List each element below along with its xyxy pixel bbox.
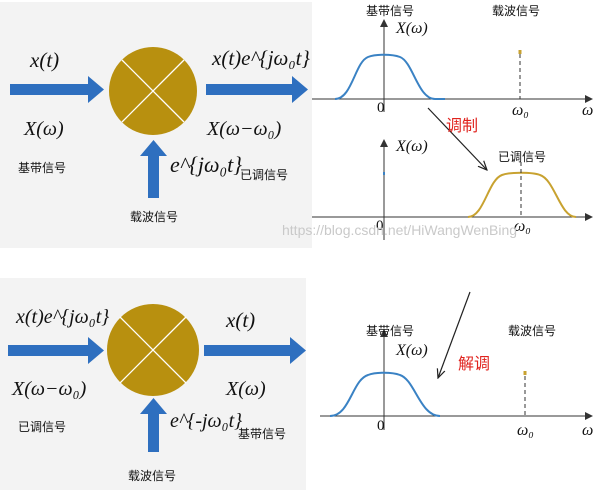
demod-output-caption: 基带信号	[238, 427, 287, 441]
mod-output-freq-label: X(ω−ω₀)	[207, 118, 282, 140]
mod-output-time-label: x(t)e^{jω₀t}	[212, 46, 310, 70]
demod-input-time-label: x(t)e^{jω₀t}	[16, 306, 110, 328]
mod-output-caption: 已调信号	[240, 168, 289, 182]
mod-multiplier	[109, 47, 197, 135]
demod-carrier-caption: 载波信号	[128, 469, 177, 483]
spectrum-top-carrier-freq: ω₀	[512, 102, 529, 119]
mod-input-freq-label: X(ω)	[24, 118, 64, 140]
demod-multiplier	[107, 304, 199, 396]
spectrum-top-baseband-label: 基带信号	[366, 4, 415, 18]
spectrum-modulated-carrier-freq: ω₀	[514, 218, 531, 235]
spectrum-top-carrier-dot	[518, 50, 522, 54]
mod-carrier-caption: 载波信号	[130, 210, 179, 224]
spectrum-modulated-label: 已调信号	[498, 150, 547, 164]
spectrum-bottom-baseband-label: 基带信号	[366, 324, 415, 338]
mod-carrier-label: e^{jω₀t}	[170, 152, 243, 177]
spectrum-modulated-axes	[312, 139, 593, 240]
mod-output-arrow	[206, 76, 308, 103]
spectrum-top-y-label: X(ω)	[396, 20, 428, 37]
spectrum-top-baseband-curve	[334, 53, 445, 100]
spectrum-bottom-y-label: X(ω)	[396, 342, 428, 359]
demod-output-freq-label: X(ω)	[226, 378, 266, 400]
demod-carrier-label: e^{-jω₀t}	[170, 410, 243, 432]
mod-input-caption: 基带信号	[18, 161, 67, 175]
demod-input-arrow	[8, 337, 104, 364]
spectrum-top-carrier-label: 载波信号	[492, 4, 541, 18]
spectrum-top-x-axis-label: ω	[582, 102, 594, 119]
spectrum-bottom-baseband-curve	[329, 371, 441, 417]
spectrum-bottom-carrier-dot	[523, 371, 527, 375]
modulate-arrow	[427, 107, 487, 170]
spectrum-bottom-carrier-label: 载波信号	[508, 324, 557, 338]
spectrum-modulated-curve	[467, 171, 577, 218]
spectrum-top-origin: 0	[377, 100, 385, 116]
spectrum-top-axes	[312, 19, 593, 112]
watermark: https://blog.csdn.net/HiWangWenBing	[282, 222, 518, 238]
spectrum-bottom-x-axis-label: ω	[582, 422, 594, 439]
spectrum-modulated-origin-dot	[383, 172, 385, 175]
demod-output-time-label: x(t)	[226, 308, 256, 332]
spectrum-modulated-y-label: X(ω)	[396, 138, 428, 155]
demod-input-caption: 已调信号	[18, 420, 67, 434]
demod-input-freq-label: X(ω−ω₀)	[12, 378, 87, 400]
mod-carrier-arrow	[140, 140, 167, 198]
mod-input-time-label: x(t)	[30, 48, 60, 72]
demod-carrier-arrow	[140, 398, 167, 452]
demodulate-label: 解调	[458, 354, 491, 373]
modulate-label: 调制	[446, 116, 479, 135]
mod-input-arrow	[10, 76, 104, 103]
spectrum-bottom-carrier-freq: ω₀	[517, 422, 534, 439]
demodulate-arrow	[438, 291, 471, 378]
demod-output-arrow	[204, 337, 306, 364]
spectrum-bottom-axes	[320, 329, 593, 430]
spectrum-bottom-origin: 0	[377, 418, 385, 434]
spectrum-modulated-origin: 0	[376, 218, 384, 234]
